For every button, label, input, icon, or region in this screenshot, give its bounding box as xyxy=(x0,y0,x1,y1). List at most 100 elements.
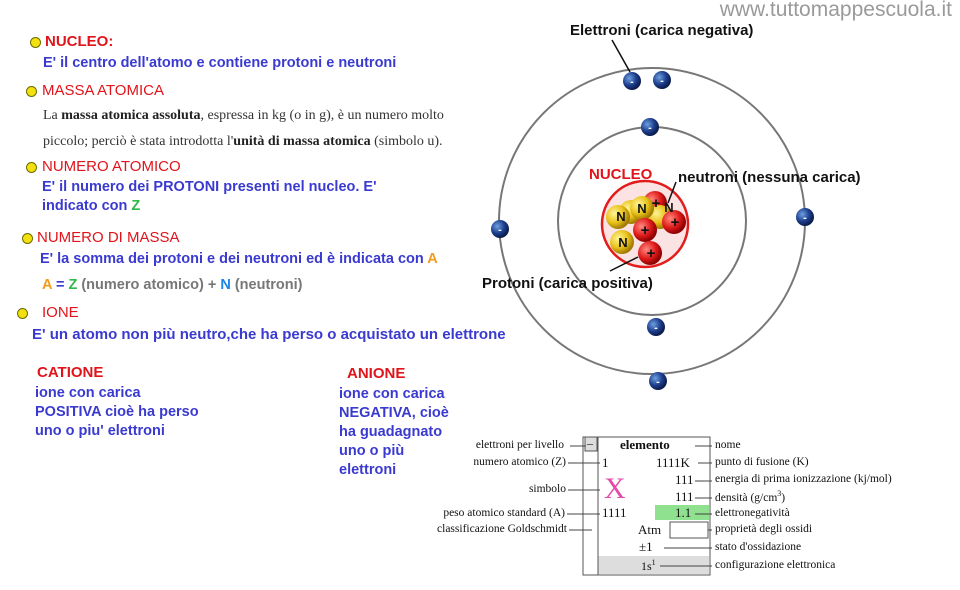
anione-text: ione con carica NEGATIVA, cioè ha guadag… xyxy=(339,385,449,480)
element-name: elemento xyxy=(620,437,670,452)
electron-sign: - xyxy=(656,376,660,388)
label-oxides: proprietà degli ossidi xyxy=(715,523,813,535)
nucleus-label: NUCLEO xyxy=(589,166,653,183)
neutrons-pointer xyxy=(667,181,677,204)
formula-eq: = xyxy=(51,277,69,293)
catione-line3: uno o piu' elettroni xyxy=(35,423,165,439)
ione-title: IONE xyxy=(42,304,79,321)
neutron-symbol: N xyxy=(616,209,625,224)
anione-line2: NEGATIVA, cioè xyxy=(339,405,449,421)
electron-sign: - xyxy=(630,76,634,88)
protons-label: Protoni (carica positiva) xyxy=(482,275,653,292)
bullet-icon xyxy=(26,162,37,173)
electron-sign: - xyxy=(654,322,658,334)
configuration-value: 1s1 xyxy=(641,558,656,574)
neutron-particle xyxy=(630,196,654,220)
density-value: 111 xyxy=(675,489,694,504)
label-atomic-weight: peso atomico standard (A) xyxy=(443,507,565,519)
oxide-box xyxy=(669,521,709,539)
proton-sign: + xyxy=(652,195,661,212)
bullet-icon xyxy=(17,308,28,319)
label-electronegativity: elettronegatività xyxy=(715,507,790,519)
proton-particle xyxy=(638,241,662,265)
proton-sign: + xyxy=(647,245,656,262)
electron xyxy=(653,71,671,89)
electron xyxy=(647,318,665,336)
nucleo-title: NUCLEO: xyxy=(45,33,114,50)
electron-sign: - xyxy=(803,212,807,224)
catione-line2: POSITIVA cioè ha perso xyxy=(35,404,199,420)
electrons-label: Elettroni (carica negativa) xyxy=(570,22,753,39)
right-pointers xyxy=(660,445,712,567)
electron-signs: - - - - - - - xyxy=(498,75,807,388)
proton-signs: + + + + xyxy=(641,195,680,262)
catione-title: CATIONE xyxy=(37,364,104,381)
neutron-particle xyxy=(610,230,634,254)
proton-sign: + xyxy=(671,214,680,231)
symbol-z: Z xyxy=(131,198,141,214)
label-ionization: energia di prima ionizzazione (kj/mol) xyxy=(715,473,892,485)
configuration-sup: 1 xyxy=(651,558,656,567)
nucleon-cluster xyxy=(606,191,686,265)
electrons-pointer xyxy=(611,39,631,73)
formula-n-desc: (neutroni) xyxy=(230,277,303,293)
electron xyxy=(641,118,659,136)
formula-a: A xyxy=(42,277,52,293)
shells-minus: – xyxy=(587,436,593,450)
electrons-label-charge: (carica negativa) xyxy=(630,22,754,39)
electron-sign: - xyxy=(660,75,664,87)
anione-line3: ha guadagnato xyxy=(339,424,443,440)
electron xyxy=(623,72,641,90)
label-goldschmidt: classificazione Goldschmidt xyxy=(437,523,567,535)
bullet-icon xyxy=(26,86,37,97)
electron xyxy=(491,220,509,238)
formula-z-desc: (numero atomico) + xyxy=(77,277,221,293)
massa-p4: (simbolo u). xyxy=(370,134,443,149)
electron xyxy=(649,372,667,390)
numero-atomico-title: NUMERO ATOMICO xyxy=(42,158,181,175)
nucleo-text: E' il centro dell'atomo e contiene proto… xyxy=(43,55,397,71)
numero-atomico-text: E' il numero dei PROTONI presenti nel nu… xyxy=(42,178,377,216)
label-density-sup: 3 xyxy=(777,489,782,498)
massa-b1: massa atomica assoluta xyxy=(61,108,201,123)
oxide-value: Atm xyxy=(638,522,662,537)
left-pointers xyxy=(567,445,600,531)
numero-massa-line1: E' la somma dei protoni e dei neutroni e… xyxy=(40,251,428,267)
label-electron-config: configurazione elettronica xyxy=(715,559,836,571)
label-density-base: densità (g/cm xyxy=(715,491,778,504)
config-box xyxy=(598,556,709,574)
watermark-text: www.tuttomappescuola.it xyxy=(719,0,952,21)
neutrons-label: neutroni (nessuna carica) xyxy=(678,169,861,186)
numero-massa-title: NUMERO DI MASSA xyxy=(37,229,180,246)
atomic-number-value: 1 xyxy=(602,455,609,470)
melting-point-value: 1111K xyxy=(656,455,690,470)
massa-title: MASSA ATOMICA xyxy=(42,82,164,99)
electronegativity-value: 1.1 xyxy=(675,505,692,520)
electron xyxy=(796,208,814,226)
anione-line5: elettroni xyxy=(339,462,397,478)
massa-p1: La xyxy=(43,108,62,123)
neutron-symbol: N xyxy=(637,201,646,216)
massa-p2: , espressa in kg (o in g), è un numero m… xyxy=(200,108,444,123)
neutron-symbol: N xyxy=(618,235,627,250)
numero-atomico-line1: E' il numero dei PROTONI presenti nel nu… xyxy=(42,179,377,195)
catione-line1: ione con carica xyxy=(35,385,141,401)
anione-title: ANIONE xyxy=(347,365,406,382)
electrons-label-word: Elettroni xyxy=(570,22,631,39)
catione-text: ione con carica POSITIVA cioè ha perso u… xyxy=(35,384,199,441)
label-melting-point: punto di fusione (K) xyxy=(715,456,809,468)
protons-pointer xyxy=(609,256,639,272)
bullet-icon xyxy=(22,233,33,244)
electrons xyxy=(491,71,814,390)
bullet-icon xyxy=(30,37,41,48)
label-electrons-per-shell: elettroni per livello xyxy=(475,439,564,451)
anione-line4: uno o più xyxy=(339,443,405,459)
numero-massa-text: E' la somma dei protoni e dei neutroni e… xyxy=(40,250,438,269)
neutron-symbol: N xyxy=(664,200,673,215)
numero-atomico-line2: indicato con xyxy=(42,198,132,214)
configuration-base: 1s xyxy=(641,559,652,573)
proton-sign: + xyxy=(641,222,650,239)
nucleon-labels: N N N N xyxy=(616,200,673,250)
